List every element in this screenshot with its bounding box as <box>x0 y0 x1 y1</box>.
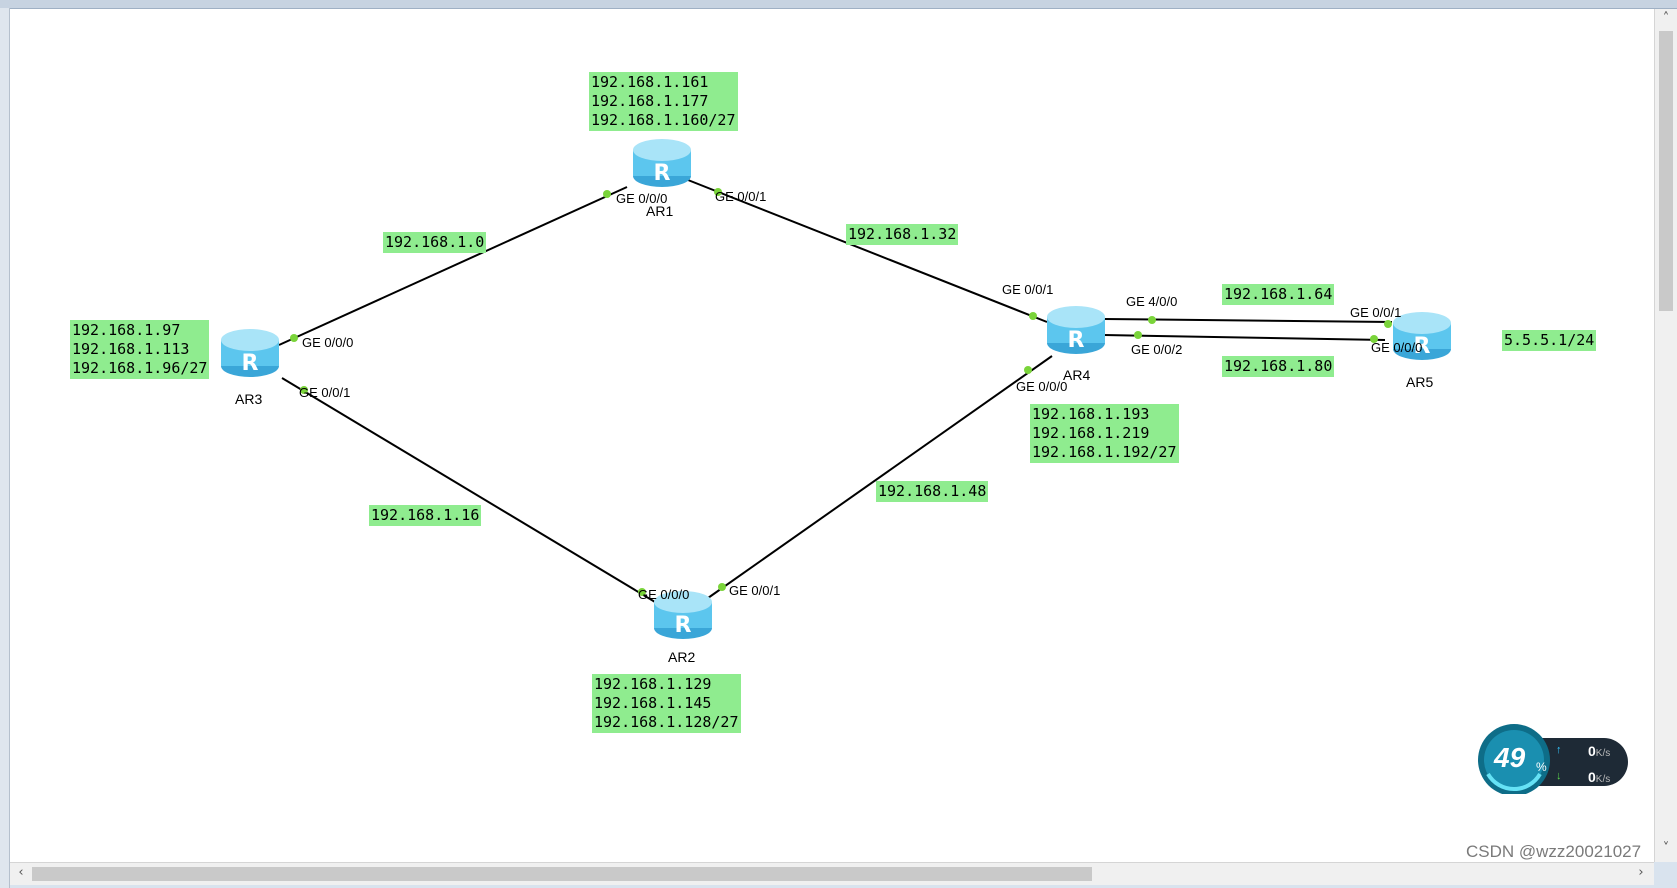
subnet-label-ar4-ar5-a[interactable]: 192.168.1.64 <box>1222 284 1335 305</box>
port-ar3-g1: GE 0/0/1 <box>299 385 351 400</box>
scroll-down-icon[interactable]: ˅ <box>1662 841 1670 856</box>
svg-text:R: R <box>654 161 671 186</box>
network-speed-widget[interactable]: 49 % ↑ ↓ 0K/s 0K/s <box>1474 718 1634 794</box>
router-ar3-name: AR3 <box>235 391 263 407</box>
lan-label-ar5[interactable]: 5.5.5.1/24 <box>1502 330 1597 351</box>
router-ar5-icon[interactable]: R <box>1392 309 1452 361</box>
horizontal-scrollbar[interactable]: ‹ › <box>10 862 1654 885</box>
router-ar4-icon[interactable]: R <box>1046 303 1106 355</box>
port-ar4-g2: GE 0/0/2 <box>1131 342 1183 357</box>
horizontal-scroll-thumb[interactable] <box>32 867 1092 881</box>
left-panel-edge <box>0 8 10 888</box>
subnet-label-ar3-ar2[interactable]: 192.168.1.16 <box>369 505 482 526</box>
upload-speed: 0K/s <box>1588 743 1611 759</box>
link-ar4-ar5-a[interactable] <box>1103 318 1393 323</box>
port-ar4-g1: GE 0/0/1 <box>1002 282 1054 297</box>
lan-label-ar2[interactable]: 192.168.1.129 192.168.1.145 192.168.1.12… <box>592 674 741 733</box>
subnet-label-ar4-ar5-b[interactable]: 192.168.1.80 <box>1222 356 1335 377</box>
router-ar2-icon[interactable]: R <box>653 588 713 640</box>
router-ar4-name: AR4 <box>1063 367 1091 383</box>
subnet-label-ar1-ar4[interactable]: 192.168.1.32 <box>846 224 959 245</box>
port-dots <box>290 188 1392 596</box>
download-arrow-icon: ↓ <box>1556 770 1562 782</box>
lan-label-ar4[interactable]: 192.168.1.193 192.168.1.219 192.168.1.19… <box>1030 404 1179 463</box>
port-ar4-g0: GE 0/0/0 <box>1016 379 1068 394</box>
topology-canvas[interactable] <box>10 9 1654 862</box>
link-ar3-ar1[interactable] <box>278 186 628 346</box>
upload-arrow-icon: ↑ <box>1556 744 1562 756</box>
router-ar5-name: AR5 <box>1406 374 1434 390</box>
port-ar4-g40: GE 4/0/0 <box>1126 294 1178 309</box>
router-ar2-name: AR2 <box>668 649 696 665</box>
link-ar2-ar4[interactable] <box>707 355 1053 599</box>
gauge-icon <box>1478 724 1628 794</box>
port-ar5-g0: GE 0/0/0 <box>1371 340 1423 355</box>
scroll-up-icon[interactable]: ˄ <box>1662 11 1670 26</box>
port-ar3-g0: GE 0/0/0 <box>302 335 354 350</box>
lan-label-ar3[interactable]: 192.168.1.97 192.168.1.113 192.168.1.96/… <box>70 320 210 379</box>
lan-label-ar1[interactable]: 192.168.1.161 192.168.1.177 192.168.1.16… <box>589 72 738 131</box>
port-ar5-g1: GE 0/0/1 <box>1350 305 1402 320</box>
link-ar4-ar5-b[interactable] <box>1103 334 1386 341</box>
port-ar1-g1: GE 0/0/1 <box>715 189 767 204</box>
svg-text:R: R <box>1414 334 1431 359</box>
router-ar1-icon[interactable]: R <box>632 136 692 188</box>
link-ar3-ar2[interactable] <box>281 377 656 603</box>
download-speed: 0K/s <box>1588 769 1611 785</box>
port-ar2-g0: GE 0/0/0 <box>638 587 690 602</box>
svg-text:R: R <box>675 613 692 638</box>
scroll-right-icon[interactable]: › <box>1638 865 1644 880</box>
vertical-scroll-thumb[interactable] <box>1659 31 1673 311</box>
gauge-percent: 49 <box>1494 742 1526 773</box>
scroll-left-icon[interactable]: ‹ <box>18 865 24 880</box>
port-ar2-g1: GE 0/0/1 <box>729 583 781 598</box>
router-ar1-name: AR1 <box>646 203 674 219</box>
link-ar1-ar4[interactable] <box>687 179 1048 323</box>
title-bar <box>0 0 1677 9</box>
watermark: CSDN @wzz20021027 <box>1466 842 1642 861</box>
svg-text:R: R <box>1068 328 1085 353</box>
svg-text:R: R <box>242 351 259 376</box>
vertical-scrollbar[interactable]: ˄ ˅ <box>1654 9 1677 862</box>
subnet-label-ar3-ar1[interactable]: 192.168.1.0 <box>383 232 487 253</box>
router-ar3-icon[interactable]: R <box>220 326 280 378</box>
port-ar1-g0: GE 0/0/0 <box>616 191 668 206</box>
subnet-label-ar2-ar4[interactable]: 192.168.1.48 <box>876 481 989 502</box>
gauge-percent-unit: % <box>1536 760 1547 774</box>
